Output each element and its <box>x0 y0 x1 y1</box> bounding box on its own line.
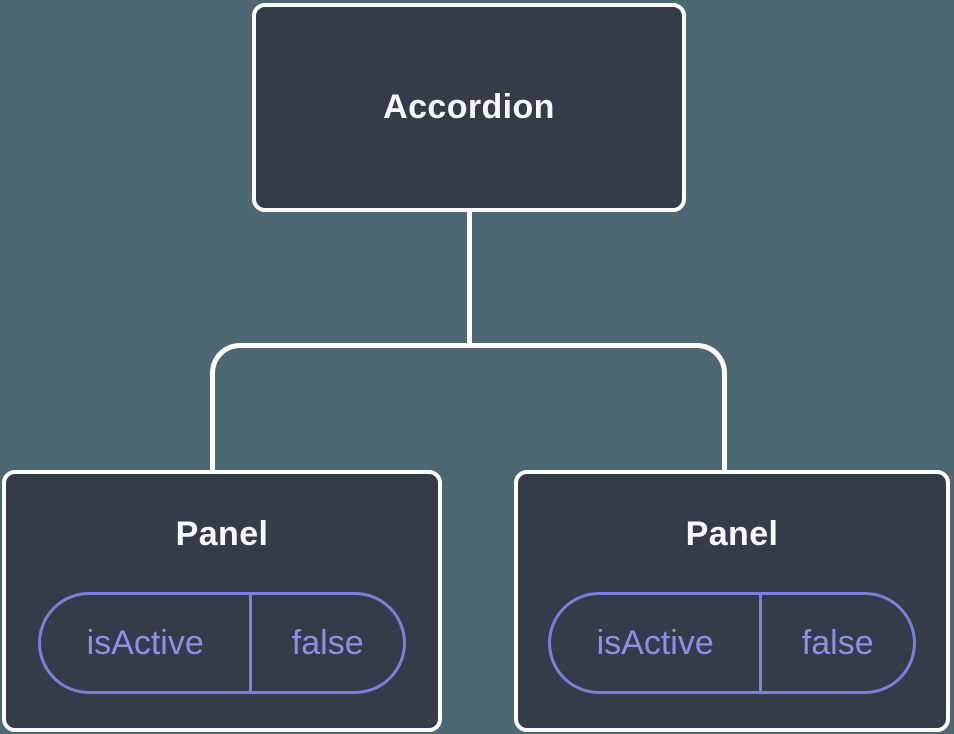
connector-stem <box>467 212 472 345</box>
state-pill-right: isActive false <box>548 592 916 694</box>
state-key-label: isActive <box>551 595 763 691</box>
state-key-label: isActive <box>41 595 253 691</box>
panel-right-label: Panel <box>685 515 779 553</box>
state-value-label: false <box>291 623 364 662</box>
state-value-label: false <box>801 623 874 662</box>
tree-node-accordion: Accordion <box>252 3 686 212</box>
state-pill-left: isActive false <box>38 592 406 694</box>
accordion-node-label: Accordion <box>383 88 555 126</box>
panel-left-label: Panel <box>175 515 269 553</box>
connector-branch <box>210 343 727 470</box>
tree-node-panel-left: Panel isActive false <box>2 470 442 732</box>
tree-node-panel-right: Panel isActive false <box>514 470 950 732</box>
